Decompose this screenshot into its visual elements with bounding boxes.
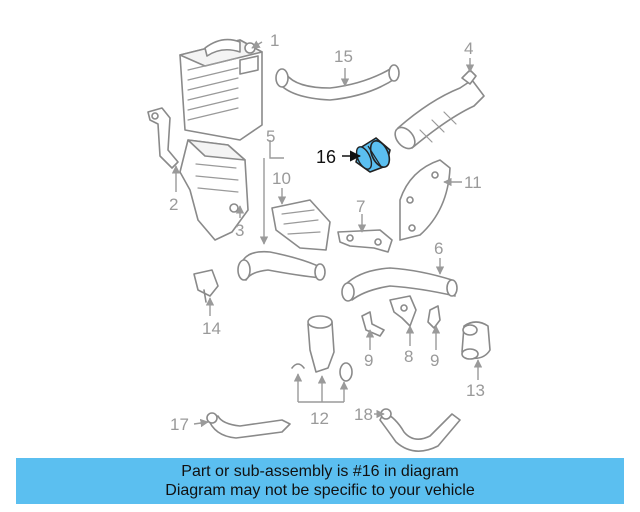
label-12: 12 bbox=[310, 409, 329, 428]
part-2-bracket bbox=[147, 107, 179, 169]
label-9b: 9 bbox=[430, 351, 439, 370]
part-labels: 1 2 3 4 5 6 7 8 9 9 10 11 12 13 14 15 16… bbox=[169, 31, 485, 434]
info-banner: Part or sub-assembly is #16 in diagram D… bbox=[16, 458, 624, 504]
banner-line-1: Part or sub-assembly is #16 in diagram bbox=[181, 463, 459, 480]
label-14: 14 bbox=[202, 319, 221, 338]
part-10-panel bbox=[271, 199, 331, 251]
part-13-elbow bbox=[461, 321, 491, 360]
label-16-highlighted: 16 bbox=[316, 147, 336, 167]
part-5-hose bbox=[237, 250, 326, 281]
label-6: 6 bbox=[434, 239, 443, 258]
label-1: 1 bbox=[270, 31, 279, 50]
label-15: 15 bbox=[334, 47, 353, 66]
label-13: 13 bbox=[466, 381, 485, 400]
part-4-hose bbox=[394, 69, 485, 150]
part-14-sensor bbox=[193, 269, 219, 303]
part-18-hose bbox=[379, 408, 461, 452]
part-9-clamp-right bbox=[427, 305, 441, 329]
label-4: 4 bbox=[464, 39, 473, 58]
part-12-neck bbox=[291, 315, 353, 382]
part-8-bracket bbox=[389, 295, 417, 327]
part-9-clamp-left bbox=[361, 311, 385, 337]
label-17: 17 bbox=[170, 415, 189, 434]
label-8: 8 bbox=[404, 347, 413, 366]
label-2: 2 bbox=[169, 195, 178, 214]
leader-lines bbox=[171, 40, 483, 428]
label-9a: 9 bbox=[364, 351, 373, 370]
part-1-intercooler bbox=[179, 38, 263, 141]
label-3: 3 bbox=[235, 221, 244, 240]
part-3-air-duct bbox=[179, 139, 249, 241]
part-7-bracket bbox=[337, 229, 393, 253]
part-16-coupler-highlighted[interactable] bbox=[353, 137, 393, 173]
label-18: 18 bbox=[354, 405, 373, 424]
label-5: 5 bbox=[266, 127, 275, 146]
part-17-hose bbox=[206, 412, 291, 439]
label-11: 11 bbox=[464, 173, 482, 192]
part-15-hose bbox=[275, 64, 400, 101]
label-10: 10 bbox=[272, 169, 291, 188]
label-7: 7 bbox=[356, 197, 365, 216]
part-11-shield bbox=[399, 159, 451, 241]
banner-line-2: Diagram may not be specific to your vehi… bbox=[165, 482, 475, 499]
part-6-hose bbox=[341, 267, 458, 302]
